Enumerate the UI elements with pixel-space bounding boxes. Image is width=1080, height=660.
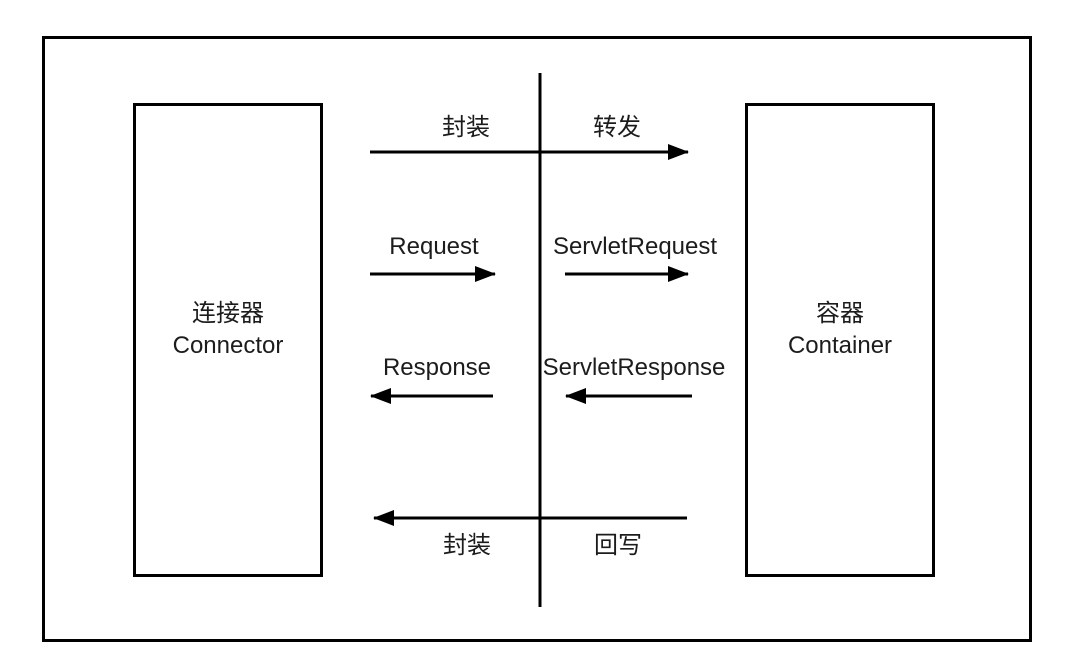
label-response: Response	[382, 354, 492, 381]
container-label-zh: 容器	[816, 300, 864, 327]
label-write-back: 回写	[594, 532, 642, 559]
label-encapsulate-bottom: 封装	[443, 532, 491, 559]
label-servlet-response: ServletResponse	[542, 354, 726, 381]
diagram-outer-border	[42, 36, 1032, 642]
label-forward: 转发	[593, 114, 641, 141]
label-request: Request	[389, 233, 479, 260]
connector-label-en: Connector	[172, 332, 284, 359]
container-box: 容器 Container	[745, 103, 935, 577]
connector-label-zh: 连接器	[191, 300, 264, 327]
connector-box: 连接器 Connector	[133, 103, 323, 577]
label-encapsulate-top: 封装	[442, 114, 490, 141]
label-servlet-request: ServletRequest	[552, 233, 718, 260]
container-label-en: Container	[787, 332, 893, 359]
